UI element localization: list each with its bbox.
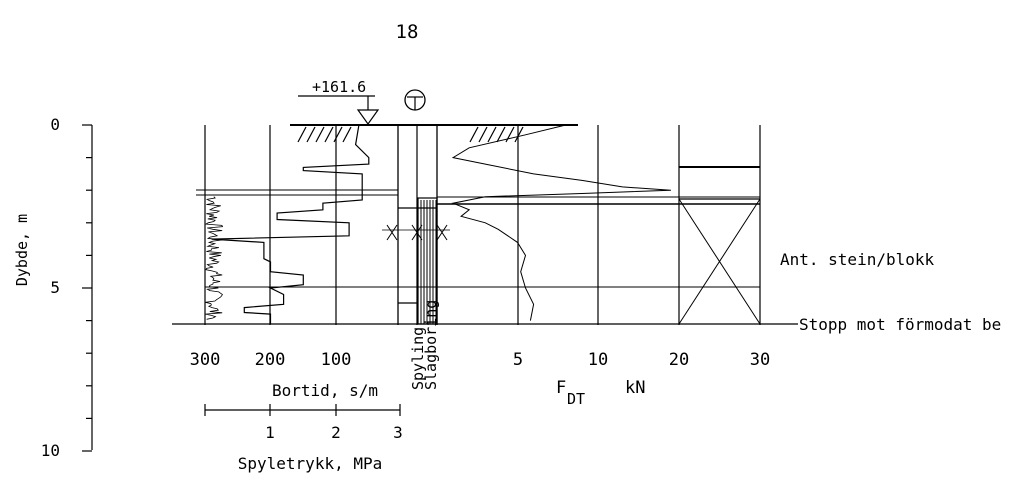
- bortid-noise-curve: [204, 196, 224, 320]
- surface-elevation-marker: [298, 95, 380, 126]
- force-curve: [451, 124, 671, 321]
- rock-annotation: Ant. stein/blokk: [780, 250, 934, 269]
- bortid-tick-100: 100: [321, 350, 352, 370]
- bortid-tick-200: 200: [255, 350, 286, 370]
- depth-tick-10: 10: [41, 441, 60, 460]
- force-axis-label: F: [556, 378, 566, 398]
- depth-tick-5: 5: [50, 278, 60, 297]
- slagboring-label: Slagboring: [422, 300, 440, 390]
- depth-axis-label: Dybde, m: [13, 214, 31, 286]
- force-tick-20: 20: [669, 350, 689, 370]
- bortid-curve: [211, 124, 370, 324]
- depth-axis: [82, 124, 93, 452]
- force-tick-5: 5: [513, 350, 523, 370]
- surface-elevation-label: +161.6: [312, 78, 366, 96]
- bortid-axis-label: Bortid, s/m: [272, 381, 378, 400]
- hatch-stroke: [514, 126, 524, 143]
- hatch-stroke: [342, 126, 352, 143]
- spyletrykk-tick-1: 1: [265, 423, 275, 442]
- groundwater-marks: [382, 224, 450, 241]
- hatch-stroke: [496, 126, 506, 143]
- spyletrykk-tick-2: 2: [331, 423, 341, 442]
- hatch-stroke: [324, 126, 334, 143]
- hatch-stroke: [478, 126, 488, 143]
- spyletrykk-scale: [204, 404, 401, 416]
- force-axis-label-sub: DT: [567, 390, 585, 408]
- hatch-stroke: [505, 126, 515, 143]
- force-tick-30: 30: [750, 350, 770, 370]
- force-axis-unit: kN: [625, 378, 645, 398]
- hatch-stroke: [333, 126, 343, 143]
- spyletrykk-axis-label: Spyletrykk, MPa: [238, 454, 383, 473]
- hatch-stroke: [487, 126, 497, 143]
- bortid-tick-300: 300: [190, 350, 221, 370]
- ground-hatching: [297, 126, 524, 143]
- diagram-frame: [172, 124, 798, 325]
- slagboring-column: [417, 197, 438, 325]
- hatch-stroke: [315, 126, 325, 143]
- sounding-symbol-icon: [404, 89, 426, 111]
- page-number: 18: [396, 21, 419, 43]
- hatch-stroke: [469, 126, 479, 143]
- hatch-stroke: [306, 126, 316, 143]
- force-tick-10: 10: [588, 350, 608, 370]
- spyling-label: Spyling: [409, 327, 427, 390]
- stop-annotation: Stopp mot förmodat be: [799, 315, 1001, 334]
- hatch-stroke: [297, 126, 307, 143]
- force-axis-label-main: F: [556, 378, 566, 398]
- depth-tick-0: 0: [50, 115, 60, 134]
- spyletrykk-tick-3: 3: [393, 423, 403, 442]
